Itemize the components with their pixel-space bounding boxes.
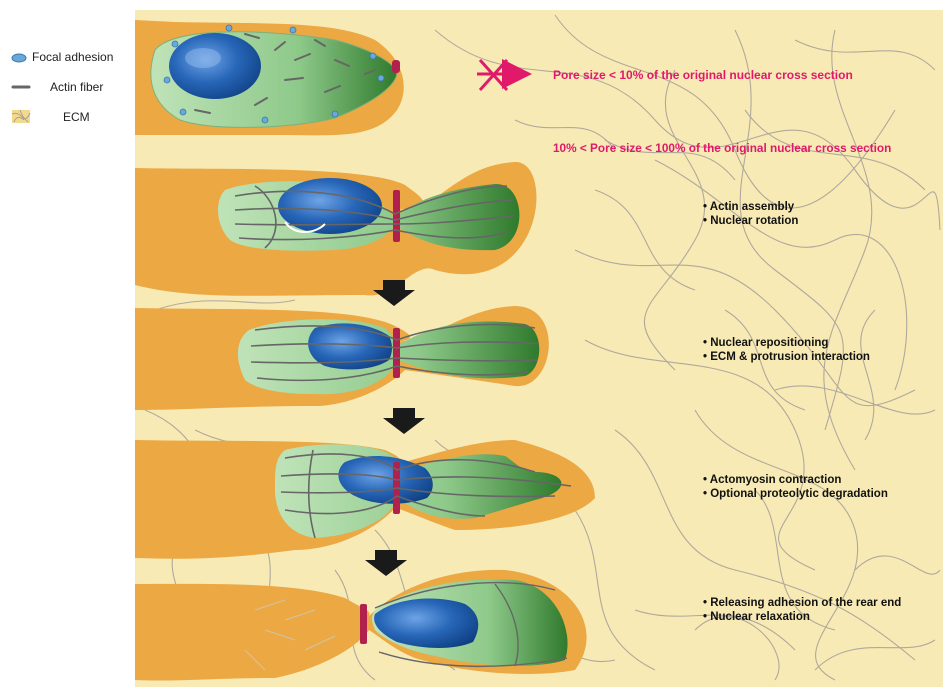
legend-ecm-label: ECM (63, 110, 90, 124)
ecm-legend-icon (12, 110, 30, 123)
legend-focal-adhesion-label: Focal adhesion (32, 50, 113, 64)
legend: Focal adhesion Actin fiber ECM (0, 0, 130, 687)
pore-size-range-label: 10% < Pore size < 100% of the original n… (553, 141, 891, 155)
diagram-canvas: Pore size < 10% of the original nuclear … (135, 10, 943, 687)
step2-label-1: • Nuclear repositioning (703, 336, 828, 350)
step1-label-2: • Nuclear rotation (703, 214, 798, 228)
cell-stage-0 (135, 20, 404, 135)
step3-label-2: • Optional proteolytic degradation (703, 487, 888, 501)
pore-marker-stage-0 (392, 60, 400, 73)
step3-label-1: • Actomyosin contraction (703, 473, 841, 487)
legend-actin-fiber-label: Actin fiber (50, 80, 103, 94)
step1-label-1: • Actin assembly (703, 200, 794, 214)
nucleus-stage-0 (169, 33, 261, 99)
step4-label-2: • Nuclear relaxation (703, 610, 810, 624)
pore-size-small-label: Pore size < 10% of the original nuclear … (553, 68, 853, 82)
step2-label-2: • ECM & protrusion interaction (703, 350, 870, 364)
step4-label-1: • Releasing adhesion of the rear end (703, 596, 901, 610)
focal-adhesion-legend-icon (12, 54, 26, 62)
